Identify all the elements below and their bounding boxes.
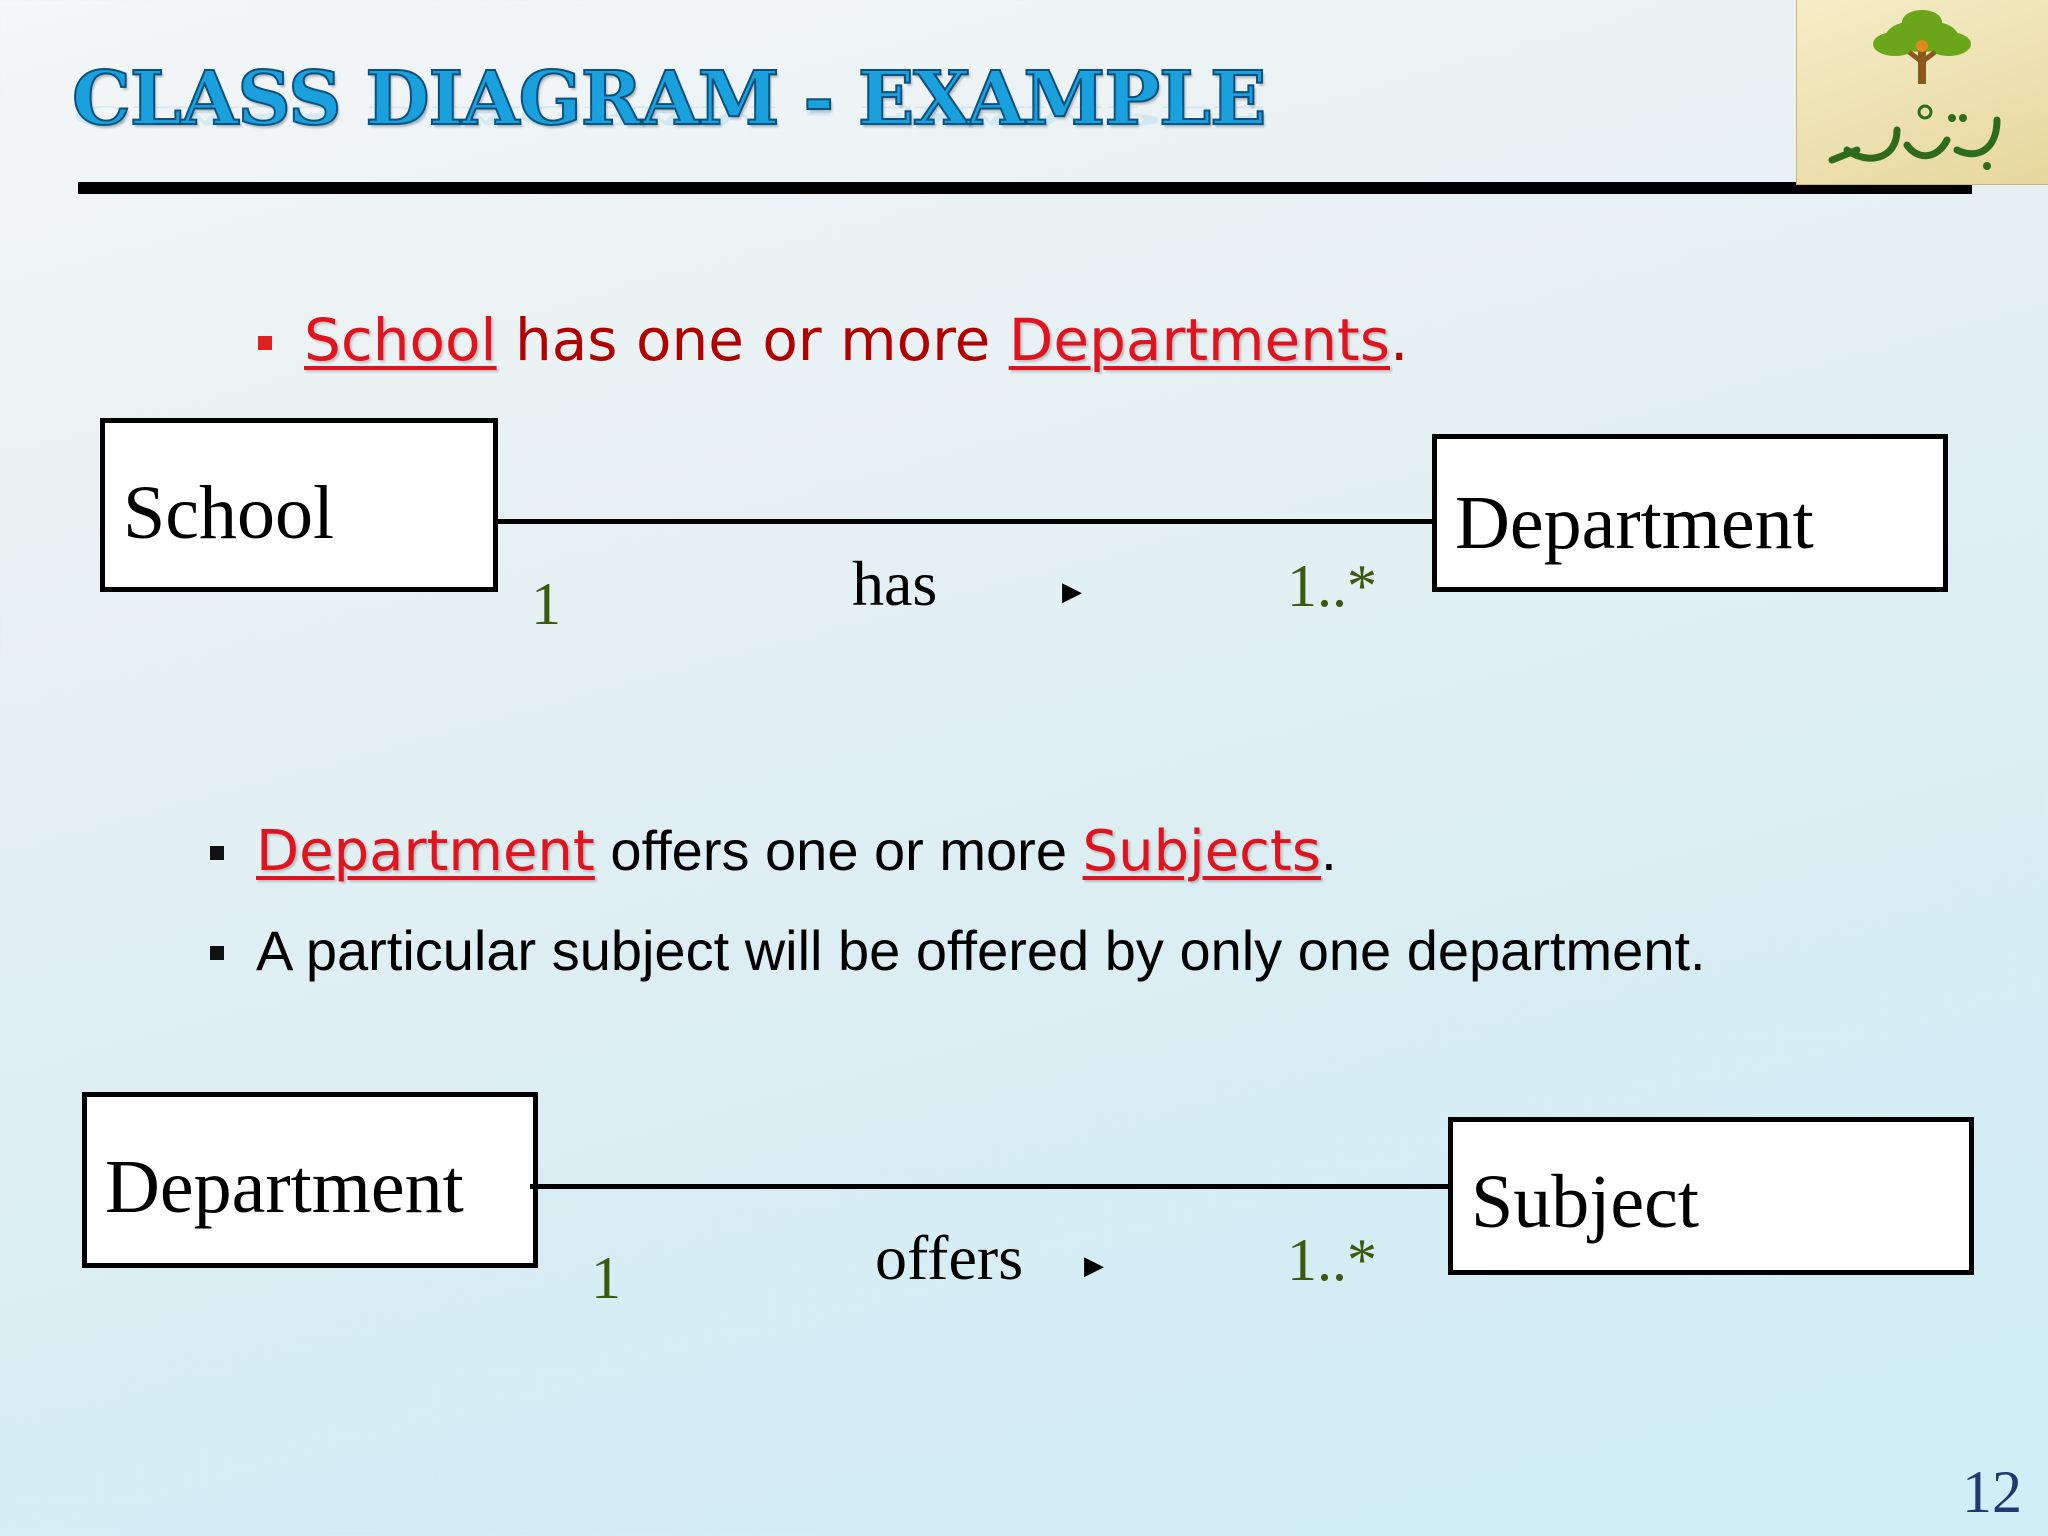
multiplicity-right: 1..* <box>1287 553 1377 619</box>
multiplicity-right: 1..* <box>1287 1227 1377 1293</box>
association-name-offers: offers <box>875 1222 1024 1293</box>
page-number: 12 <box>1962 1459 2022 1525</box>
keyword-department: Department <box>256 819 595 884</box>
triangle-right-icon: ▶ <box>1084 1250 1104 1280</box>
bullet-end: . <box>1321 819 1337 882</box>
multiplicity-left: 1 <box>531 571 561 637</box>
association-line-has <box>498 519 1433 524</box>
bullet-one-department: A particular subject will be offered by … <box>210 918 1706 983</box>
bullet-end: . <box>1389 306 1409 374</box>
bullet-department-subjects: Department offers one or more Subjects . <box>210 818 1337 884</box>
slide-title: CLASS DIAGRAM - EXAMPLE <box>71 56 1267 142</box>
class-box-department: Department <box>82 1092 538 1268</box>
title-underline-rule <box>78 182 1972 194</box>
bullet-school-departments: School has one or more Departments . <box>258 306 1408 374</box>
bullet-text: offers one or more <box>594 819 1083 882</box>
association-name-has: has <box>852 548 938 619</box>
slide-title-reflection: CLASS DIAGRAM - EXAMPLE <box>72 100 1266 131</box>
class-box-school: School <box>100 418 498 592</box>
triangle-right-icon: ▶ <box>1062 576 1082 606</box>
keyword-school: School <box>304 306 497 374</box>
keyword-subjects: Subjects <box>1082 819 1322 884</box>
multiplicity-left: 1 <box>591 1245 621 1311</box>
bullet-marker <box>210 846 224 860</box>
association-line-offers <box>530 1184 1450 1189</box>
bullet-text: has one or more <box>496 306 1009 374</box>
organization-logo <box>1796 0 2048 185</box>
tree-logo-icon <box>1828 10 2001 170</box>
keyword-departments: Departments <box>1008 306 1390 374</box>
class-box-department: Department <box>1432 434 1948 592</box>
bullet-marker <box>210 946 224 960</box>
class-box-subject: Subject <box>1448 1117 1974 1275</box>
bullet-text: A particular subject will be offered by … <box>256 919 1706 982</box>
bullet-marker <box>258 336 272 350</box>
